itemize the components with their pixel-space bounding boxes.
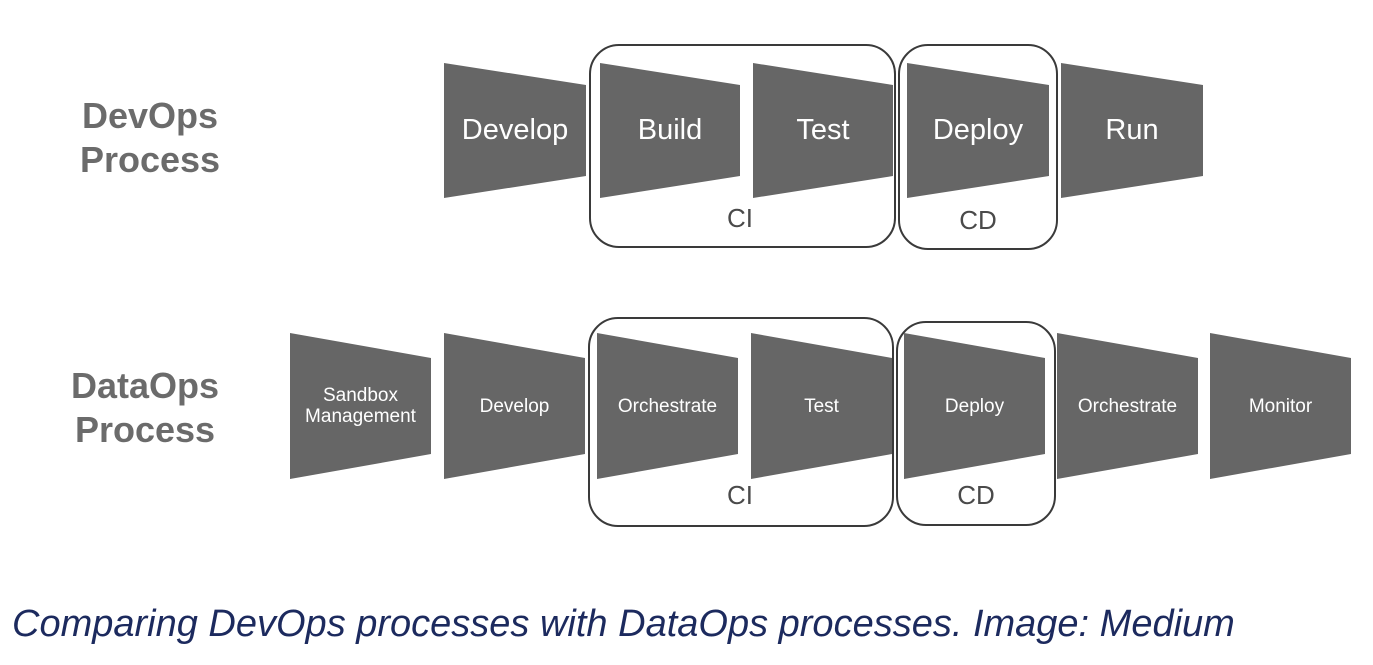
stage-label: Develop (461, 114, 569, 146)
devops-stage-deploy: Deploy (907, 63, 1049, 198)
dataops-stage-develop: Develop (444, 333, 585, 479)
dataops-cd-label: CD (957, 480, 995, 510)
stage-label: Monitor (1248, 395, 1313, 417)
dataops-stage-sandbox-management: Sandbox Management (290, 333, 431, 479)
stage-label: Orchestrate (1077, 395, 1178, 417)
stage-shape (444, 63, 586, 198)
stage-label: Run (1105, 114, 1159, 146)
dataops-title-line1: DataOps (70, 365, 220, 406)
dataops-process-title: DataOps Process (20, 364, 270, 452)
stage-shape (1210, 333, 1351, 479)
devops-stage-develop: Develop (444, 63, 586, 198)
devops-cd-label: CD (959, 205, 997, 235)
dataops-ci-box (588, 317, 894, 527)
stage-shape (600, 63, 740, 198)
dataops-stage-test: Test (751, 333, 892, 479)
dataops-cd-box (896, 321, 1056, 526)
stage-shape (290, 333, 431, 479)
stage-shape (444, 333, 585, 479)
dataops-stage-orchestrate-2: Orchestrate (1057, 333, 1198, 479)
devops-stage-build: Build (600, 63, 740, 198)
dataops-stage-monitor: Monitor (1210, 333, 1351, 479)
devops-ci-box (589, 44, 896, 248)
stage-shape (751, 333, 892, 479)
devops-cd-box (898, 44, 1058, 250)
stage-label: Orchestrate (617, 395, 718, 417)
stage-label: Deploy (932, 114, 1024, 146)
stage-label: Build (637, 114, 703, 146)
stage-label: Test (804, 395, 839, 417)
stage-shape (1057, 333, 1198, 479)
dataops-stage-deploy: Deploy (904, 333, 1045, 479)
stage-shape (597, 333, 738, 479)
stage-shape (753, 63, 893, 198)
devops-ci-label: CI (727, 203, 753, 233)
devops-process-title: DevOps Process (40, 94, 260, 182)
stage-label: Sandbox Management (305, 385, 416, 427)
stage-shape (907, 63, 1049, 198)
stage-label: Develop (479, 395, 550, 417)
devops-stage-run: Run (1061, 63, 1203, 198)
stage-label: Test (796, 114, 850, 146)
stage-shape (904, 333, 1045, 479)
dataops-title-line2: Process (74, 409, 216, 450)
stage-shape (1061, 63, 1203, 198)
dataops-stage-orchestrate: Orchestrate (597, 333, 738, 479)
dataops-ci-label: CI (727, 480, 753, 510)
devops-title-line2: Process (79, 139, 221, 180)
devops-title-line1: DevOps (81, 95, 219, 136)
devops-stage-test: Test (753, 63, 893, 198)
stage-label: Deploy (944, 395, 1005, 417)
figure-caption: Comparing DevOps processes with DataOps … (12, 603, 1235, 645)
